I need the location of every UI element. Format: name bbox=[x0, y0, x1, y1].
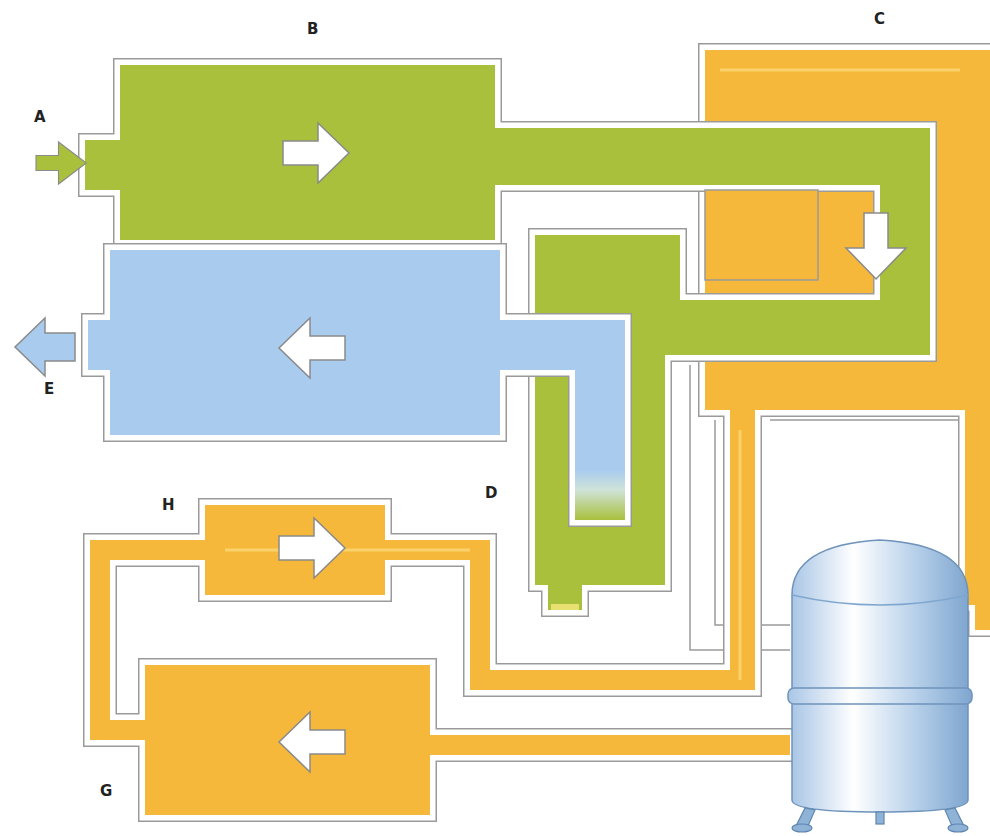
part-letter: G bbox=[100, 784, 112, 799]
inlet-arrow bbox=[36, 142, 86, 184]
part-letter: H bbox=[162, 498, 175, 513]
part-letter: A bbox=[34, 110, 46, 125]
part-letter: C bbox=[874, 12, 885, 27]
heat-exchanger-block bbox=[705, 190, 818, 280]
compressor-tank bbox=[788, 540, 972, 832]
part-letter: D bbox=[485, 486, 497, 501]
part-letter: E bbox=[44, 382, 54, 397]
outlet-air-path bbox=[88, 250, 625, 520]
outlet-arrow bbox=[15, 318, 75, 376]
part-letter: B bbox=[307, 22, 318, 37]
inlet-air-path bbox=[85, 65, 930, 610]
